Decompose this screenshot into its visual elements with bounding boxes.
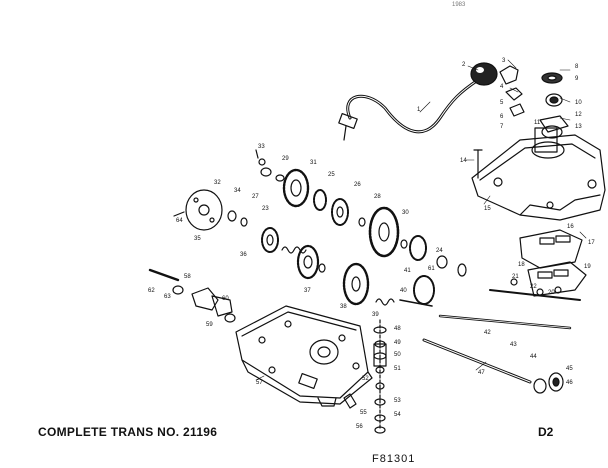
callout-31: 31 bbox=[310, 160, 317, 166]
shift-rail-parts bbox=[148, 268, 236, 323]
callout-20: 20 bbox=[548, 290, 555, 296]
shafts bbox=[399, 289, 581, 394]
transmission-cover bbox=[471, 127, 606, 221]
callout-28: 28 bbox=[374, 194, 381, 200]
callout-45: 45 bbox=[566, 366, 573, 372]
transmission-case bbox=[235, 305, 373, 407]
callout-60: 60 bbox=[222, 296, 229, 302]
callout-63: 63 bbox=[164, 294, 171, 300]
callout-10: 10 bbox=[575, 100, 582, 106]
part-number-callouts: 1 2 3 4 5 6 7 8 9 10 11 12 13 14 15 16 1… bbox=[148, 58, 595, 430]
callout-6: 6 bbox=[500, 114, 504, 120]
callout-17: 17 bbox=[588, 240, 595, 246]
callout-30: 30 bbox=[402, 210, 409, 216]
callout-47: 47 bbox=[478, 370, 485, 376]
callout-2: 2 bbox=[462, 62, 466, 68]
callout-26: 26 bbox=[354, 182, 361, 188]
shift-lever bbox=[338, 78, 480, 141]
callout-24: 24 bbox=[436, 248, 443, 254]
bottom-shaft-parts bbox=[343, 319, 387, 434]
callout-55: 55 bbox=[360, 410, 367, 416]
callout-52: 52 bbox=[362, 376, 369, 382]
callout-3: 3 bbox=[502, 58, 506, 64]
callout-8: 8 bbox=[575, 64, 579, 70]
callout-61: 61 bbox=[428, 266, 435, 272]
gear-cluster bbox=[173, 149, 467, 306]
callout-48: 48 bbox=[394, 326, 401, 332]
callout-1: 1 bbox=[417, 107, 421, 113]
callout-54: 54 bbox=[394, 412, 401, 418]
leader-lines bbox=[255, 59, 587, 381]
callout-21: 21 bbox=[512, 274, 519, 280]
callout-23: 23 bbox=[262, 206, 269, 212]
callout-41: 41 bbox=[404, 268, 411, 274]
callout-53: 53 bbox=[394, 398, 401, 404]
callout-62: 62 bbox=[148, 288, 155, 294]
callout-40: 40 bbox=[400, 288, 407, 294]
callout-27: 27 bbox=[252, 194, 259, 200]
callout-46: 46 bbox=[566, 380, 573, 386]
callout-13: 13 bbox=[575, 124, 582, 130]
callout-44: 44 bbox=[530, 354, 537, 360]
callout-64: 64 bbox=[176, 218, 183, 224]
callout-51: 51 bbox=[394, 366, 401, 372]
callout-38: 38 bbox=[340, 304, 347, 310]
figure-number: F81301 bbox=[372, 453, 416, 465]
callout-36: 36 bbox=[240, 252, 247, 258]
callout-49: 49 bbox=[394, 340, 401, 346]
callout-29: 29 bbox=[282, 156, 289, 162]
callout-56: 56 bbox=[356, 424, 363, 430]
shift-forks bbox=[510, 229, 587, 297]
shift-linkage-parts bbox=[499, 65, 569, 139]
callout-42: 42 bbox=[484, 330, 491, 336]
callout-33: 33 bbox=[258, 144, 265, 150]
callout-4: 4 bbox=[500, 84, 504, 90]
callout-11: 11 bbox=[534, 120, 541, 126]
diagram-title: COMPLETE TRANS NO. 21196 bbox=[38, 425, 218, 439]
callout-15: 15 bbox=[484, 206, 491, 212]
callout-43: 43 bbox=[510, 342, 517, 348]
callout-9: 9 bbox=[575, 76, 579, 82]
callout-39: 39 bbox=[372, 312, 379, 318]
callout-5: 5 bbox=[500, 100, 504, 106]
callout-50: 50 bbox=[394, 352, 401, 358]
callout-32: 32 bbox=[214, 180, 221, 186]
callout-12: 12 bbox=[575, 112, 582, 118]
callout-35: 35 bbox=[194, 236, 201, 242]
callout-14: 14 bbox=[460, 158, 467, 164]
callout-22: 22 bbox=[530, 284, 537, 290]
callout-16: 16 bbox=[567, 224, 574, 230]
callout-19: 19 bbox=[584, 264, 591, 270]
callout-59: 59 bbox=[206, 322, 213, 328]
shift-knob bbox=[470, 62, 498, 86]
callout-37: 37 bbox=[304, 288, 311, 294]
callout-25: 25 bbox=[328, 172, 335, 178]
callout-18: 18 bbox=[518, 262, 525, 268]
callout-57: 57 bbox=[256, 380, 263, 386]
callout-34: 34 bbox=[234, 188, 241, 194]
page-code: D2 bbox=[538, 425, 554, 439]
callout-58: 58 bbox=[184, 274, 191, 280]
callout-7: 7 bbox=[500, 124, 504, 130]
top-mark: 1983 bbox=[452, 2, 466, 8]
